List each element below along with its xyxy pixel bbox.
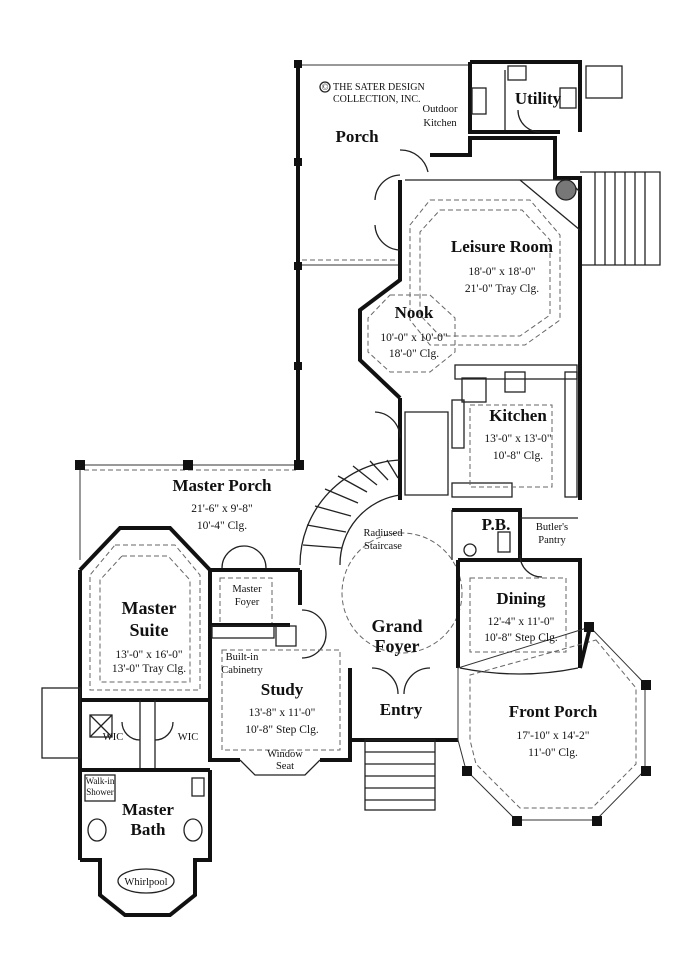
copyright-icon xyxy=(319,81,331,93)
copyright-line2: COLLECTION, INC. xyxy=(333,94,421,105)
cabinetry-label-1: Built-in xyxy=(226,652,259,663)
dining-label: Dining xyxy=(496,589,546,608)
kitchen-size: 13'-0" x 13'-0" xyxy=(484,433,551,445)
cabinetry xyxy=(211,625,297,647)
utility-label: Utility xyxy=(515,89,562,108)
front-porch-label: Front Porch xyxy=(509,702,598,721)
whirlpool-label: Whirlpool xyxy=(124,877,167,888)
closets xyxy=(80,698,210,772)
master-suite-ceiling: 13'-0" Tray Clg. xyxy=(112,663,186,675)
butlers-pantry-label-1: Butler's xyxy=(536,522,568,533)
master-porch-ceiling: 10'-4" Clg. xyxy=(197,520,247,532)
master-suite-label-1: Master xyxy=(122,598,177,618)
nook-ceiling xyxy=(367,294,456,373)
shower-label-1: Walk-in xyxy=(86,776,115,786)
dining-ceiling: 10'-8" Step Clg. xyxy=(484,632,558,644)
kitchen-ceiling: 10'-8" Clg. xyxy=(493,450,543,462)
master-suite-label-2: Suite xyxy=(129,620,168,640)
cabinetry-label-2: Cabinetry xyxy=(221,665,263,676)
powder-bath-label: P.B. xyxy=(482,515,511,534)
grand-foyer-label-1: Grand xyxy=(371,616,422,636)
nook-size: 10'-0" x 10'-0" xyxy=(380,332,447,344)
grand-foyer-label-2: Foyer xyxy=(375,636,420,656)
master-bath-label-1: Master xyxy=(122,800,174,819)
master-suite-size: 13'-0" x 16'-0" xyxy=(115,649,182,661)
leisure-room-ceiling: 21'-0" Tray Clg. xyxy=(465,283,539,295)
nook-ceiling: 18'-0" Clg. xyxy=(389,348,439,360)
entry-label: Entry xyxy=(380,700,423,719)
window-seat-label-2: Seat xyxy=(276,761,294,772)
shower-label-2: Shower xyxy=(86,787,114,797)
leisure-room-label: Leisure Room xyxy=(451,237,553,256)
study-walls xyxy=(208,649,352,776)
master-foyer-label-2: Foyer xyxy=(235,597,260,608)
front-porch-ceiling: 11'-0" Clg. xyxy=(528,747,578,759)
kitchen-label: Kitchen xyxy=(489,406,547,425)
window-seat-label-1: Window xyxy=(267,749,303,760)
leisure-room-walls xyxy=(358,136,582,400)
outdoor-kitchen-label-2: Kitchen xyxy=(423,118,457,129)
outdoor-kitchen-label-1: Outdoor xyxy=(423,104,459,115)
side-alcove xyxy=(41,687,81,759)
front-porch xyxy=(457,622,651,826)
staircase-label-1: Radiused xyxy=(363,528,403,539)
entry-stairs xyxy=(364,739,436,811)
copyright-symbol: © xyxy=(322,82,329,92)
wic-left-label: WIC xyxy=(103,732,123,743)
butlers-pantry-label-2: Pantry xyxy=(538,535,566,546)
master-bath-walls xyxy=(80,770,212,917)
study-size: 13'-8" x 11'-0" xyxy=(249,707,316,719)
porch-area xyxy=(294,60,470,470)
staircase-label-2: Staircase xyxy=(364,541,402,552)
master-porch-label: Master Porch xyxy=(173,476,273,495)
utility-block xyxy=(468,60,582,134)
porch-label: Porch xyxy=(335,127,379,146)
dining-walls xyxy=(459,554,579,675)
study-ceiling: 10'-8" Step Clg. xyxy=(245,724,319,736)
nook-label: Nook xyxy=(395,303,434,322)
kitchen-walls xyxy=(374,360,582,500)
master-porch xyxy=(75,460,304,560)
wic-right-label: WIC xyxy=(178,732,198,743)
front-porch-size: 17'-10" x 14'-2" xyxy=(517,730,590,742)
powder-bath-walls xyxy=(451,508,578,560)
dining-size: 12'-4" x 11'-0" xyxy=(488,616,555,628)
master-bath-label-2: Bath xyxy=(131,820,167,839)
master-foyer-label-1: Master xyxy=(232,584,262,595)
staircase xyxy=(299,459,463,654)
master-porch-size: 21'-6" x 9'-8" xyxy=(191,503,252,515)
leisure-room-size: 18'-0" x 18'-0" xyxy=(468,266,535,278)
exterior-stairs xyxy=(580,65,661,266)
study-label: Study xyxy=(261,680,304,699)
copyright-line1: THE SATER DESIGN xyxy=(333,82,425,93)
